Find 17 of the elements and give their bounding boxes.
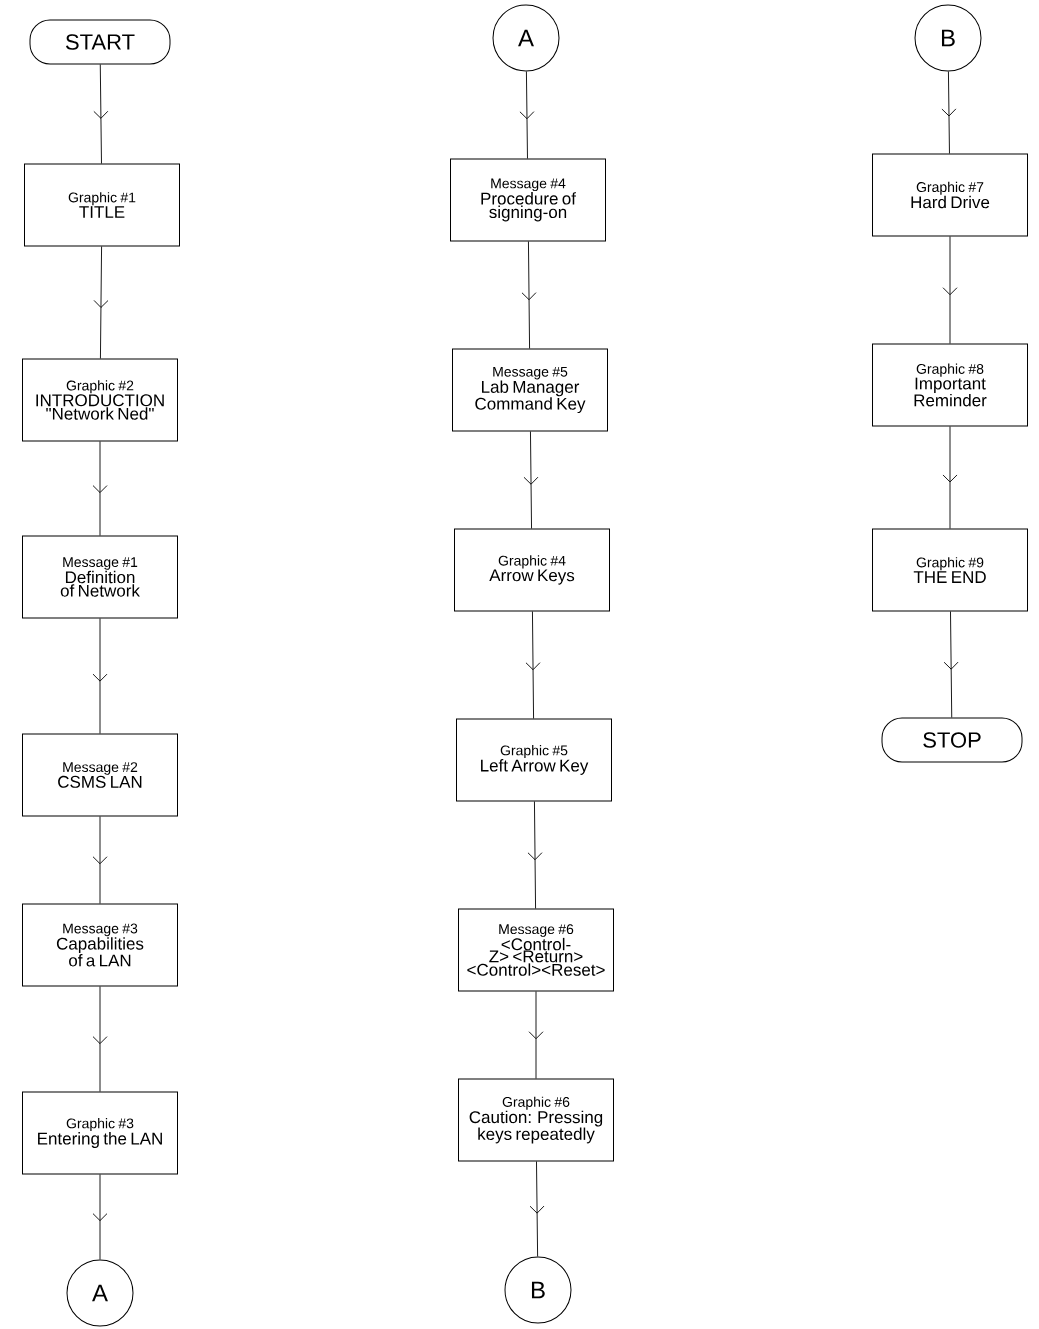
process-box: Message #6 <Control-Z> <Return> <Control><Reset> xyxy=(458,908,614,992)
process-box: Graphic #9 THE END xyxy=(872,528,1028,612)
terminal-box: START xyxy=(29,19,171,65)
process-box: Graphic #4 Arrow Keys xyxy=(454,528,610,612)
process-box: Graphic #3 Entering the LAN xyxy=(22,1091,178,1175)
process-box: Graphic #6 Caution: Pressing keys repeatedly xyxy=(458,1078,614,1162)
process-box: Graphic #7 Hard Drive xyxy=(872,153,1028,237)
process-box: Graphic #1 TITLE xyxy=(24,163,180,247)
process-box: Message #5 Lab Manager Command Key xyxy=(452,348,608,432)
process-box: Graphic #8 Important Reminder xyxy=(872,343,1028,427)
process-box: Message #3 Capabilities of a LAN xyxy=(22,903,178,987)
process-box: Graphic #5 Left Arrow Key xyxy=(456,718,612,802)
terminal-box: STOP xyxy=(881,717,1023,763)
process-box: Graphic #2 INTRODUCTION "Network Ned" xyxy=(22,358,178,442)
process-box: Message #4 Procedure of signing-on xyxy=(450,158,606,242)
process-box: Message #2 CSMS LAN xyxy=(22,733,178,817)
process-box: Message #1 Definition of Network xyxy=(22,535,178,619)
